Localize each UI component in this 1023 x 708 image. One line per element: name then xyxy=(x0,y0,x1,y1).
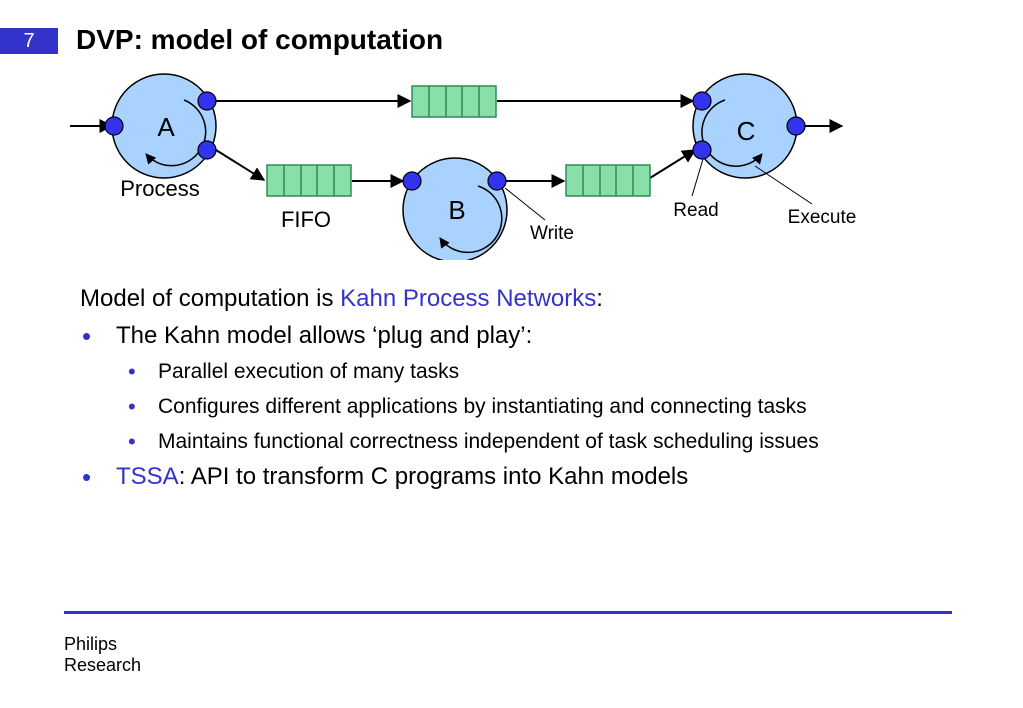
process-a: A xyxy=(104,73,217,179)
process-c-label: C xyxy=(737,116,756,146)
port-a-in xyxy=(104,116,124,136)
arrow-a-to-left-fifo xyxy=(215,149,266,181)
footer-line-2: Research xyxy=(64,655,142,675)
tssa-description: : API to transform C programs into Kahn … xyxy=(178,463,689,490)
process-label: Process xyxy=(120,176,199,201)
port-a-out-top xyxy=(197,91,217,111)
intro-prefix: Model of computation is xyxy=(80,285,341,312)
footer-divider xyxy=(64,611,952,614)
footer-line-1: Philips xyxy=(64,634,118,654)
port-b-in xyxy=(402,171,422,191)
fifo-label: FIFO xyxy=(281,207,331,232)
sub-bullet-parallel: Parallel execution of many tasks xyxy=(80,356,960,387)
read-label: Read xyxy=(673,200,718,221)
execute-callout-line xyxy=(754,165,813,205)
sub-bullet-configures: Configures different applications by ins… xyxy=(80,391,960,422)
slide-title: DVP: model of computation xyxy=(76,24,444,55)
fifo-right xyxy=(565,164,651,197)
kahn-process-networks-link[interactable]: Kahn Process Networks xyxy=(340,285,597,312)
fifo-top xyxy=(411,85,497,118)
kahn-network-diagram: A B C xyxy=(70,73,857,260)
process-b: B xyxy=(402,157,508,260)
port-b-out xyxy=(487,171,507,191)
intro-suffix: : xyxy=(596,285,603,312)
write-callout-line xyxy=(504,187,546,221)
sub-bullet-correctness: Maintains functional correctness indepen… xyxy=(80,426,960,457)
port-c-in-bottom xyxy=(692,140,712,160)
port-c-out xyxy=(786,116,806,136)
bullet-plug-and-play: The Kahn model allows ‘plug and play’: xyxy=(80,320,960,352)
process-a-label: A xyxy=(157,112,175,142)
slide-content: Model of computation is Kahn Process Net… xyxy=(80,282,960,497)
footer-brand: Philips Research xyxy=(64,634,141,676)
read-callout-line xyxy=(691,158,704,197)
fifo-left xyxy=(266,164,352,197)
bullet-list: The Kahn model allows ‘plug and play’: P… xyxy=(80,320,960,493)
port-c-in-top xyxy=(692,91,712,111)
process-c: C xyxy=(692,73,806,179)
tssa-link[interactable]: TSSA xyxy=(116,463,179,490)
port-a-out-bottom xyxy=(197,140,217,160)
bullet-tssa: TSSA: API to transform C programs into K… xyxy=(80,461,960,493)
execute-label: Execute xyxy=(788,207,857,228)
write-label: Write xyxy=(530,223,574,244)
intro-line: Model of computation is Kahn Process Net… xyxy=(80,282,960,316)
process-b-label: B xyxy=(448,195,465,225)
arrow-right-fifo-to-c xyxy=(649,149,697,179)
slide-number: 7 xyxy=(0,28,58,54)
